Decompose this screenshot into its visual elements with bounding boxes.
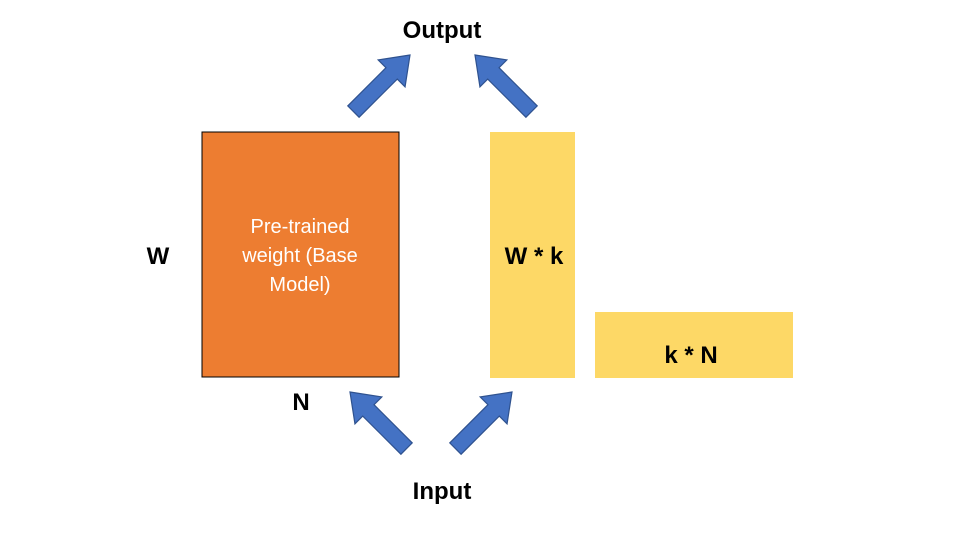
pretrained-weight-label-line-2: weight (Base <box>241 245 358 267</box>
pretrained-weight-label-line-1: Pre-trained <box>251 216 350 238</box>
arrow-lowrank-to-output-icon <box>460 40 546 126</box>
lowrank-matrix-a <box>490 132 575 378</box>
output-label: Output <box>403 17 482 44</box>
lowrank-matrix-a-label: W * k <box>505 243 564 270</box>
arrow-input-to-base-icon <box>335 377 421 463</box>
pretrained-weight-label-line-3: Model) <box>269 274 330 296</box>
lowrank-matrix-b-label: k * N <box>664 342 717 369</box>
dimension-label-n: N <box>292 389 309 416</box>
input-label: Input <box>413 478 472 505</box>
dimension-label-w: W <box>147 243 170 270</box>
lowrank-matrix-b <box>595 312 793 378</box>
arrow-base-to-output-icon <box>339 40 425 126</box>
arrow-input-to-lowrank-icon <box>441 377 527 463</box>
pretrained-weight-box <box>201 131 400 378</box>
